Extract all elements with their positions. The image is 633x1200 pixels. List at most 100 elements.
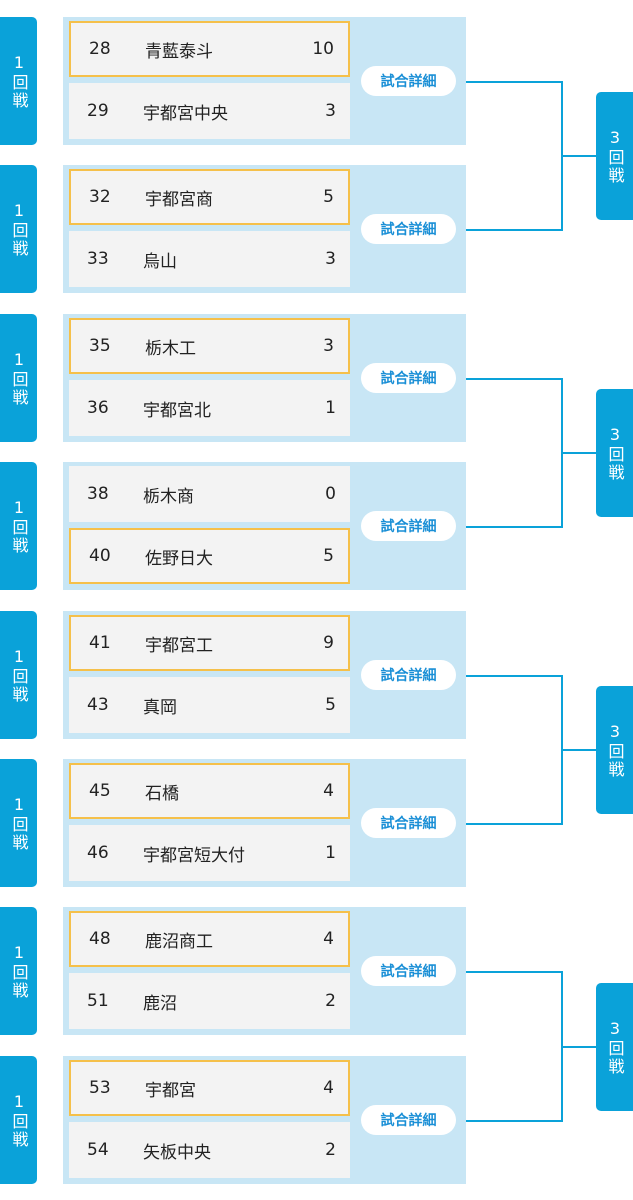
team-score: 1 xyxy=(325,398,336,418)
team-row: 38 栃木商 0 xyxy=(69,466,350,522)
match-card: 45 石橋 4 46 宇都宮短大付 1 試合詳細 xyxy=(63,759,466,887)
round-tab-round1: 1回戦 xyxy=(0,314,37,442)
team-score: 4 xyxy=(323,1078,334,1098)
team-row-winner: 32 宇都宮商 5 xyxy=(69,169,350,225)
round-tab-round3: 3回戦 xyxy=(596,983,633,1111)
match-detail-button[interactable]: 試合詳細 xyxy=(361,956,456,986)
team-seed: 48 xyxy=(89,929,111,949)
team-score: 3 xyxy=(323,336,334,356)
team-seed: 38 xyxy=(87,484,109,504)
team-score: 3 xyxy=(325,249,336,269)
bracket-line xyxy=(466,229,563,231)
team-name: 宇都宮中央 xyxy=(143,103,228,124)
team-name: 栃木工 xyxy=(145,338,196,359)
team-name: 宇都宮工 xyxy=(145,635,213,656)
bracket-line xyxy=(466,675,563,677)
team-row-winner: 41 宇都宮工 9 xyxy=(69,615,350,671)
match-detail-button[interactable]: 試合詳細 xyxy=(361,214,456,244)
team-score: 0 xyxy=(325,484,336,504)
team-seed: 45 xyxy=(89,781,111,801)
team-row-winner: 45 石橋 4 xyxy=(69,763,350,819)
team-row-winner: 35 栃木工 3 xyxy=(69,318,350,374)
match-detail-button[interactable]: 試合詳細 xyxy=(361,66,456,96)
team-name: 石橋 xyxy=(145,783,179,804)
team-score: 10 xyxy=(312,39,334,59)
team-seed: 51 xyxy=(87,991,109,1011)
round-tab-round1: 1回戦 xyxy=(0,1056,37,1184)
round-tab-round1: 1回戦 xyxy=(0,611,37,739)
round-label: 3回戦 xyxy=(605,721,625,779)
bracket-line xyxy=(466,526,563,528)
round-tab-round3: 3回戦 xyxy=(596,92,633,220)
team-seed: 36 xyxy=(87,398,109,418)
team-score: 4 xyxy=(323,781,334,801)
team-score: 9 xyxy=(323,633,334,653)
team-seed: 35 xyxy=(89,336,111,356)
match-card: 38 栃木商 0 40 佐野日大 5 試合詳細 xyxy=(63,462,466,590)
team-score: 5 xyxy=(323,187,334,207)
team-name: 矢板中央 xyxy=(143,1142,211,1163)
round-label: 1回戦 xyxy=(9,497,29,555)
match-detail-button[interactable]: 試合詳細 xyxy=(361,660,456,690)
match-card: 32 宇都宮商 5 33 烏山 3 試合詳細 xyxy=(63,165,466,293)
team-seed: 43 xyxy=(87,695,109,715)
team-name: 宇都宮北 xyxy=(143,400,211,421)
match-detail-button[interactable]: 試合詳細 xyxy=(361,808,456,838)
match-detail-button[interactable]: 試合詳細 xyxy=(361,511,456,541)
team-row: 33 烏山 3 xyxy=(69,231,350,287)
team-name: 宇都宮 xyxy=(145,1080,196,1101)
team-seed: 28 xyxy=(89,39,111,59)
team-name: 鹿沼商工 xyxy=(145,931,213,952)
bracket-line xyxy=(466,1120,563,1122)
round-tab-round3: 3回戦 xyxy=(596,686,633,814)
round-tab-round1: 1回戦 xyxy=(0,17,37,145)
bracket-line-to-next xyxy=(561,452,597,454)
round-label: 1回戦 xyxy=(9,349,29,407)
round-label: 1回戦 xyxy=(9,646,29,704)
team-score: 1 xyxy=(325,843,336,863)
bracket-line xyxy=(466,81,563,83)
round-label: 3回戦 xyxy=(605,1018,625,1076)
team-seed: 41 xyxy=(89,633,111,653)
team-name: 烏山 xyxy=(143,251,177,272)
round-tab-round3: 3回戦 xyxy=(596,389,633,517)
match-detail-button[interactable]: 試合詳細 xyxy=(361,363,456,393)
team-seed: 53 xyxy=(89,1078,111,1098)
team-row-winner: 53 宇都宮 4 xyxy=(69,1060,350,1116)
team-score: 2 xyxy=(325,991,336,1011)
team-score: 3 xyxy=(325,101,336,121)
team-seed: 54 xyxy=(87,1140,109,1160)
team-seed: 46 xyxy=(87,843,109,863)
round-label: 1回戦 xyxy=(9,52,29,110)
team-score: 5 xyxy=(323,546,334,566)
match-card: 35 栃木工 3 36 宇都宮北 1 試合詳細 xyxy=(63,314,466,442)
team-name: 佐野日大 xyxy=(145,548,213,569)
round-tab-round1: 1回戦 xyxy=(0,759,37,887)
team-name: 宇都宮商 xyxy=(145,189,213,210)
team-seed: 33 xyxy=(87,249,109,269)
team-score: 5 xyxy=(325,695,336,715)
team-name: 宇都宮短大付 xyxy=(143,845,245,866)
bracket-line-to-next xyxy=(561,1046,597,1048)
round-label: 3回戦 xyxy=(605,424,625,482)
match-detail-button[interactable]: 試合詳細 xyxy=(361,1105,456,1135)
team-seed: 32 xyxy=(89,187,111,207)
round-tab-round1: 1回戦 xyxy=(0,165,37,293)
team-seed: 40 xyxy=(89,546,111,566)
team-row-winner: 40 佐野日大 5 xyxy=(69,528,350,584)
round-label: 1回戦 xyxy=(9,1091,29,1149)
bracket-line xyxy=(466,971,563,973)
bracket-line xyxy=(466,823,563,825)
round-label: 1回戦 xyxy=(9,794,29,852)
bracket-line-to-next xyxy=(561,155,597,157)
team-name: 栃木商 xyxy=(143,486,194,507)
